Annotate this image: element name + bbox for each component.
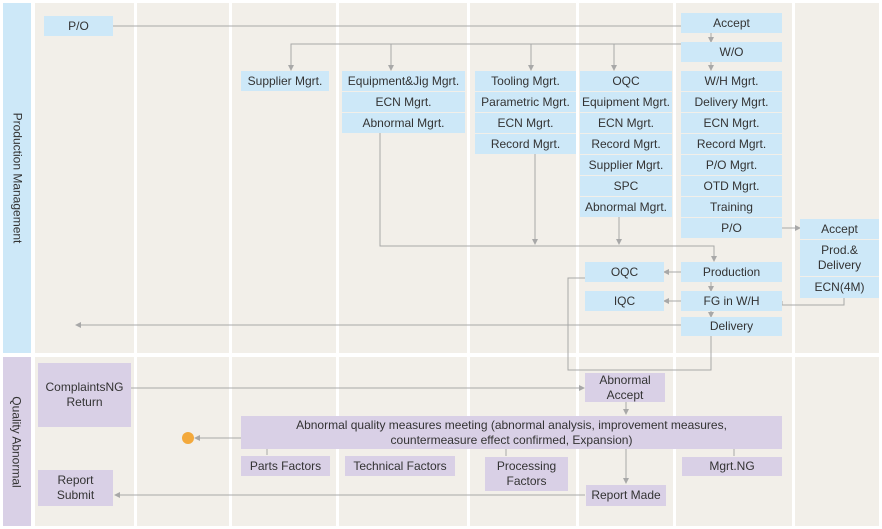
lane-column	[35, 3, 134, 353]
po-second-box: P/O	[681, 218, 782, 238]
wh-mgrt-box: W/H Mgrt.	[681, 71, 782, 91]
parametric-mgrt-box: Parametric Mgrt.	[475, 92, 576, 112]
link-equipment-production	[379, 133, 717, 262]
lane-column	[339, 3, 467, 353]
lane-column	[137, 3, 229, 353]
po-box: P/O	[44, 16, 113, 36]
oqc-column-abnormal-box: Abnormal Mgrt.	[580, 197, 672, 217]
link-ecn-fg	[781, 298, 845, 306]
oqc-column-record-box: Record Mgrt.	[580, 134, 672, 154]
training-box: Training	[681, 197, 782, 217]
tooling-ecn-mgrt-box: ECN Mgrt.	[475, 113, 576, 133]
supplier-mgrt-box: Supplier Mgrt.	[241, 71, 329, 91]
tooling-record-mgrt-box: Record Mgrt.	[475, 134, 576, 154]
tooling-mgrt-box: Tooling Mgrt.	[475, 71, 576, 91]
report-made-box: Report Made	[586, 485, 666, 506]
oqc-column-ecn-box: ECN Mgrt.	[580, 113, 672, 133]
link-wo-supplier	[288, 43, 681, 71]
complaints-ng-return-box: ComplaintsNG Return	[38, 363, 131, 427]
po-mgrt-box: P/O Mgrt.	[681, 155, 782, 175]
mgrt-ng-box: Mgrt.NG	[682, 457, 782, 476]
oqc-column-oqc-box: OQC	[580, 71, 672, 91]
lane-column	[795, 357, 879, 526]
abnormal-accept-box: Abnormal Accept	[585, 373, 665, 402]
wo-box: W/O	[681, 42, 782, 62]
end-point-dot	[182, 432, 194, 444]
otd-mgrt-box: OTD Mgrt.	[681, 176, 782, 196]
abnormal-measures-meeting-box: Abnormal quality measures meeting (abnor…	[241, 416, 782, 449]
production-box: Production	[681, 262, 782, 282]
oqc-column-spc-box: SPC	[580, 176, 672, 196]
customer-accept-box: Accept	[800, 219, 879, 239]
oqc-column-equipment-box: Equipment Mgrt.	[580, 92, 672, 112]
accept-box: Accept	[681, 13, 782, 33]
wh-record-mgrt-box: Record Mgrt.	[681, 134, 782, 154]
parts-factors-box: Parts Factors	[241, 456, 330, 476]
report-submit-box: Report Submit	[38, 470, 113, 506]
technical-factors-box: Technical Factors	[345, 456, 455, 476]
fg-in-wh-box: FG in W/H	[681, 291, 782, 311]
equipment-abnormal-mgrt-box: Abnormal Mgrt.	[342, 113, 465, 133]
iqc-mid-box: IQC	[585, 291, 664, 311]
equipment-ecn-mgrt-box: ECN Mgrt.	[342, 92, 465, 112]
lane-label-production: Production Management	[3, 3, 31, 353]
oqc-mid-box: OQC	[585, 262, 664, 282]
delivery-mgrt-box: Delivery Mgrt.	[681, 92, 782, 112]
lane-column	[470, 3, 576, 353]
prod-delivery-box: Prod.& Delivery	[800, 240, 879, 276]
ecn-4m-box: ECN(4M)	[800, 277, 879, 298]
lane-column	[232, 3, 336, 353]
processing-factors-box: Processing Factors	[485, 457, 568, 491]
link-delivery-abnormal	[567, 277, 712, 371]
wh-ecn-mgrt-box: ECN Mgrt.	[681, 113, 782, 133]
delivery-box: Delivery	[681, 317, 782, 336]
lane-label-quality: Quality Abnormal	[3, 357, 31, 526]
equipment-jig-mgrt-box: Equipment&Jig Mgrt.	[342, 71, 465, 91]
oqc-column-supplier-box: Supplier Mgrt.	[580, 155, 672, 175]
